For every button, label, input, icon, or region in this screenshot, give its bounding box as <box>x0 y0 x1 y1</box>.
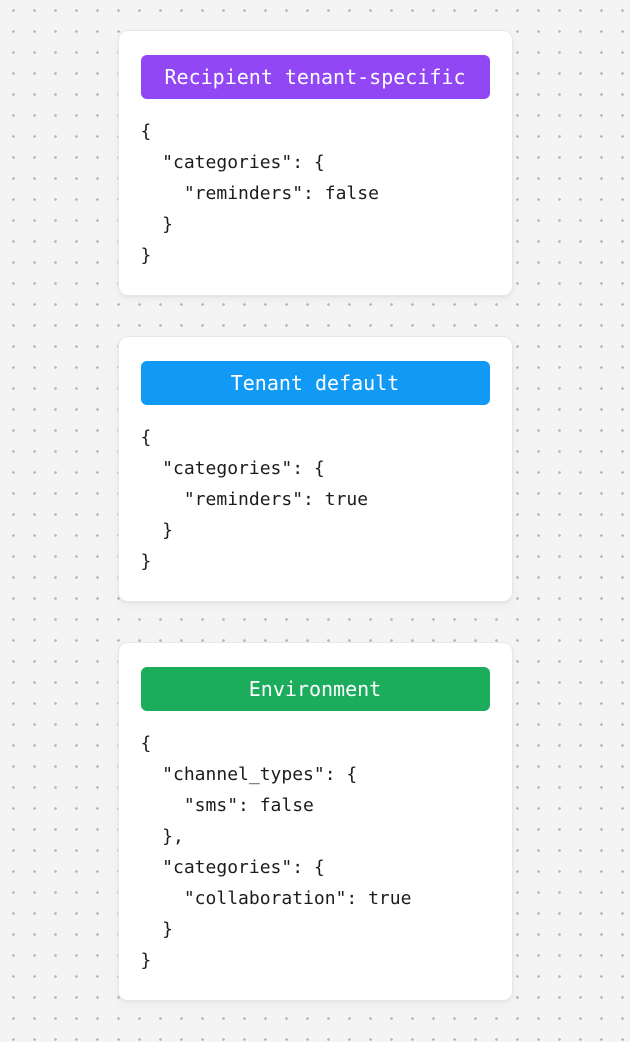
card-tenant-default: Tenant default { "categories": { "remind… <box>117 336 513 602</box>
json-code-tenant-default: { "categories": { "reminders": true } } <box>140 427 369 572</box>
badge-environment: Environment <box>140 667 490 711</box>
badge-tenant-default: Tenant default <box>140 361 490 405</box>
card-environment: Environment { "channel_types": { "sms": … <box>117 642 513 1001</box>
badge-recipient-tenant-specific: Recipient tenant-specific <box>140 55 490 99</box>
json-code-recipient-tenant-specific: { "categories": { "reminders": false } } <box>140 121 379 266</box>
preference-cards-canvas: Recipient tenant-specific { "categories"… <box>117 30 513 1001</box>
card-recipient-tenant-specific: Recipient tenant-specific { "categories"… <box>117 30 513 296</box>
json-code-environment: { "channel_types": { "sms": false }, "ca… <box>140 733 412 971</box>
